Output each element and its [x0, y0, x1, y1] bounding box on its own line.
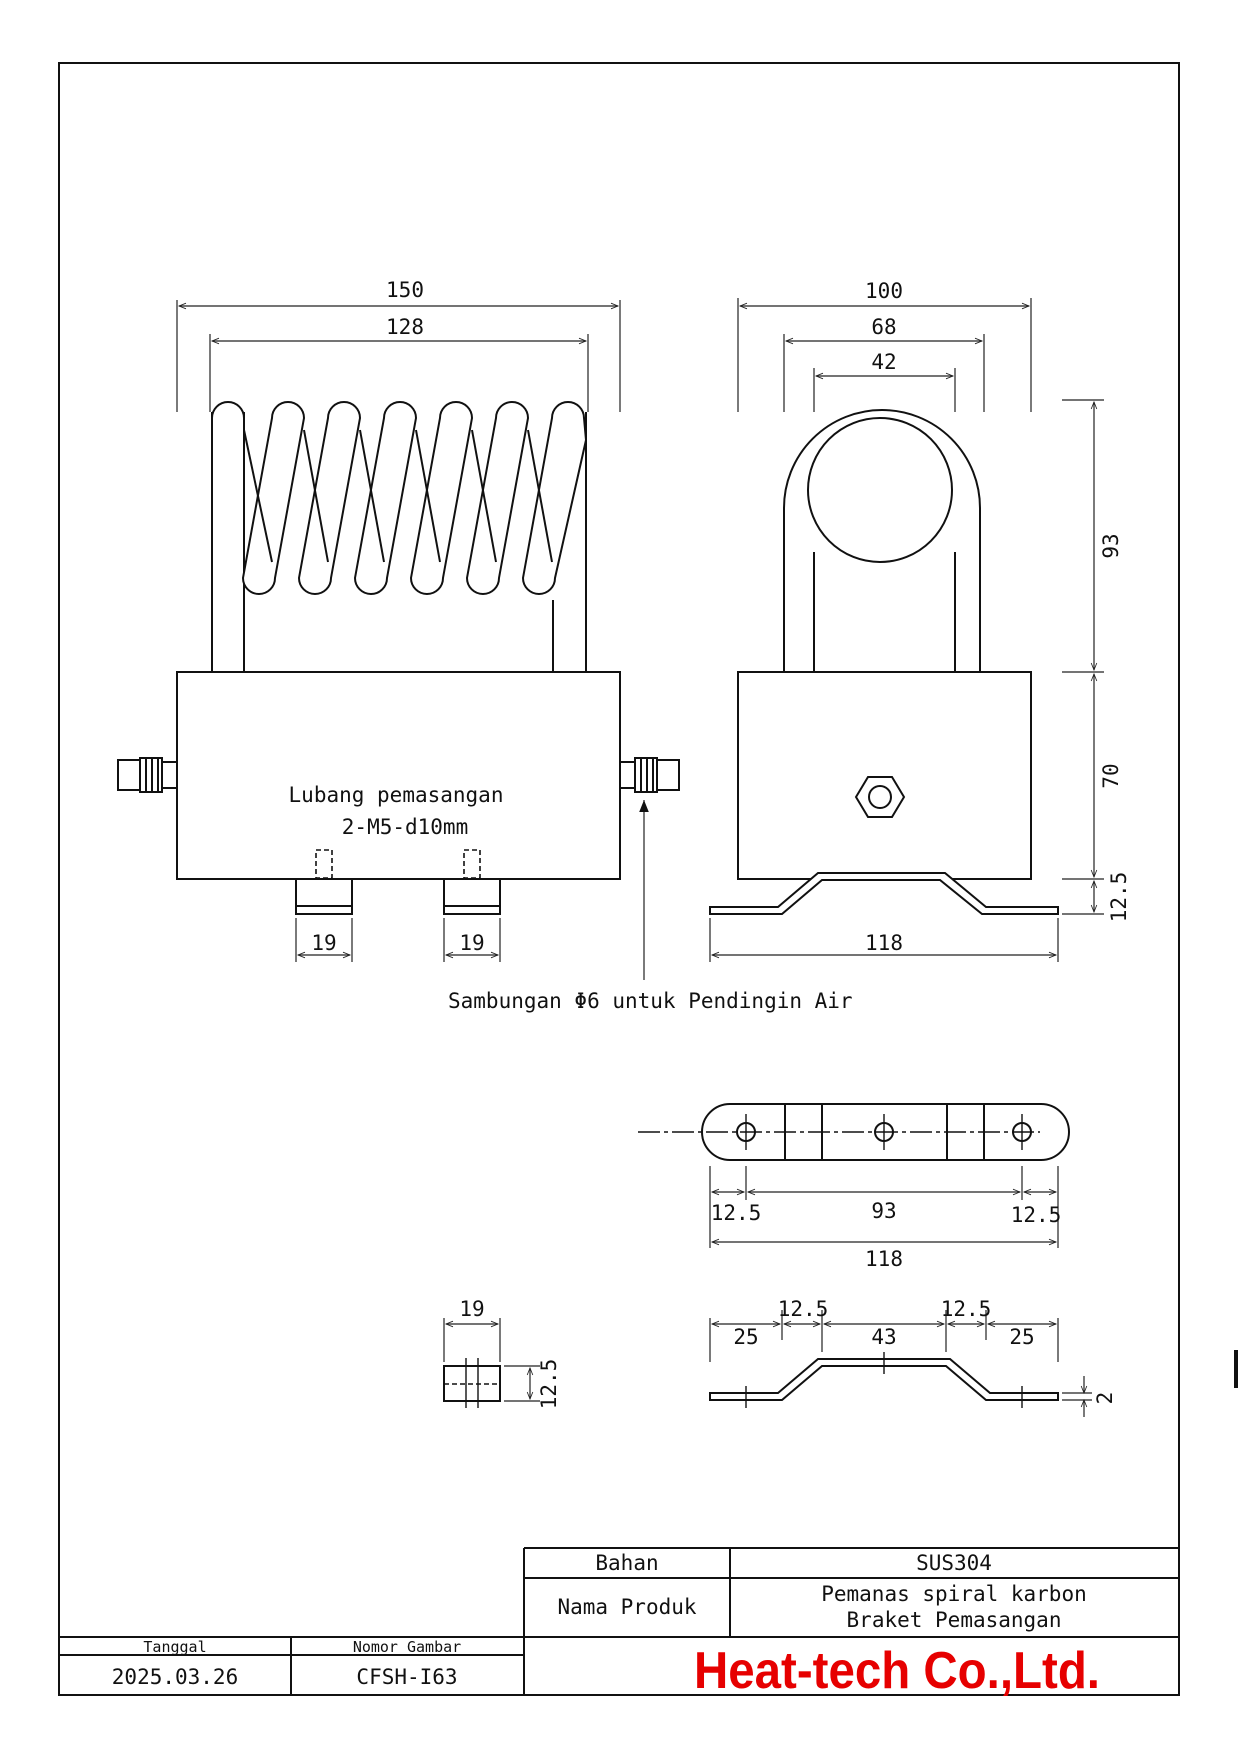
- bracket-foot-right: [443, 878, 501, 915]
- mounting-hole-spec: 2-M5-d10mm: [342, 815, 468, 839]
- dim-plan-edge-right: 12.5: [1011, 1203, 1062, 1227]
- dim-bracket-left: 19: [311, 931, 336, 955]
- dim-profile-flat-right: 25: [1009, 1325, 1034, 1349]
- dim-plan-edge-left: 12.5: [711, 1201, 762, 1225]
- material-value: SUS304: [916, 1551, 992, 1575]
- dim-bracket-height: 12.5: [1107, 872, 1131, 923]
- water-fitting-right: [619, 757, 680, 793]
- dim-side-middle: 68: [871, 315, 896, 339]
- product-name-line2: Braket Pemasangan: [847, 1608, 1062, 1632]
- dim-box-height: 70: [1099, 763, 1123, 788]
- dim-plan-pitch: 93: [871, 1199, 896, 1223]
- dim-side-inner: 42: [871, 350, 896, 374]
- bracket-foot-left: [295, 878, 353, 915]
- dim-end-width: 19: [459, 1297, 484, 1321]
- dim-side-outer: 100: [865, 279, 903, 303]
- dim-profile-flat-left: 25: [733, 1325, 758, 1349]
- dim-profile-thickness: 2: [1093, 1392, 1117, 1405]
- front-view: [117, 401, 680, 915]
- dim-profile-slope-left: 12.5: [778, 1297, 829, 1321]
- heater-box: [176, 671, 621, 880]
- edge-mark: [1234, 1350, 1238, 1388]
- bracket-end-view: [443, 1358, 501, 1408]
- dim-profile-top: 43: [871, 1325, 896, 1349]
- dim-coil-height: 93: [1099, 533, 1123, 558]
- dim-bracket-right: 19: [459, 931, 484, 955]
- sheet-border: [58, 62, 1180, 1696]
- drawing-number-value: CFSH-I63: [356, 1665, 457, 1689]
- heater-coil: [211, 401, 588, 595]
- bracket-profile: [709, 1352, 1059, 1408]
- side-box: [737, 671, 1032, 880]
- side-bracket: [709, 872, 1059, 915]
- mounting-hole-label: Lubang pemasangan: [289, 783, 504, 807]
- title-block: [59, 1547, 1179, 1695]
- dim-bracket-length: 118: [865, 931, 903, 955]
- date-value: 2025.03.26: [112, 1665, 238, 1689]
- product-label: Nama Produk: [557, 1595, 696, 1619]
- product-name-line1: Pemanas spiral karbon: [821, 1582, 1087, 1606]
- company-logo: Heat-tech Co.,Ltd.: [694, 1642, 1100, 1700]
- hex-nut: [854, 776, 906, 818]
- dim-profile-slope-right: 12.5: [941, 1297, 992, 1321]
- dim-plan-overall: 118: [865, 1247, 903, 1271]
- dim-overall-width: 150: [386, 278, 424, 302]
- water-fitting-left: [117, 757, 178, 793]
- drawing-number-label: Nomor Gambar: [353, 1638, 461, 1656]
- side-view: [709, 409, 1059, 915]
- material-label: Bahan: [595, 1551, 658, 1575]
- date-label: Tanggal: [143, 1638, 206, 1656]
- bracket-plan: [638, 1103, 1070, 1161]
- water-connection-label: Sambungan Φ6 untuk Pendingin Air: [448, 989, 853, 1013]
- dim-end-height: 12.5: [537, 1359, 561, 1410]
- dim-coil-width: 128: [386, 315, 424, 339]
